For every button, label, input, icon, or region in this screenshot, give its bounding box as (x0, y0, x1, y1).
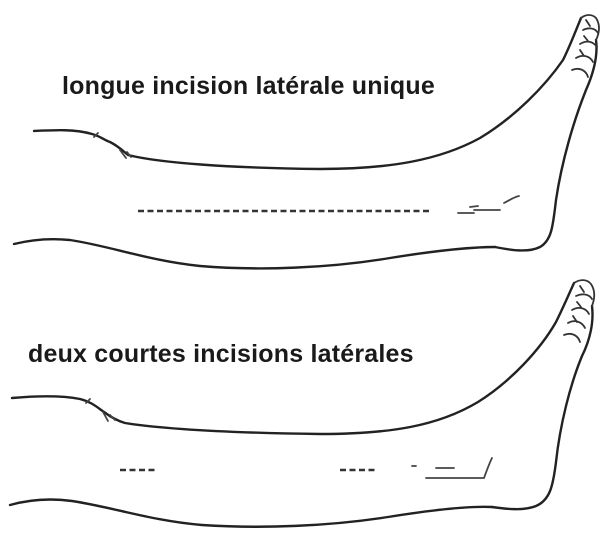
top-leg-lower-contour (14, 239, 495, 268)
bottom-leg-lower-contour (10, 500, 492, 527)
top-ankle-marks (458, 196, 519, 213)
top-leg-drawing (14, 15, 599, 268)
bottom-leg-drawing (10, 280, 594, 527)
caption-two-short-incisions: deux courtes incisions latérales (28, 340, 414, 369)
caption-long-single-incision: longue incision latérale unique (62, 72, 435, 101)
top-foot-front (495, 40, 597, 250)
bottom-ankle-marks (412, 458, 492, 478)
